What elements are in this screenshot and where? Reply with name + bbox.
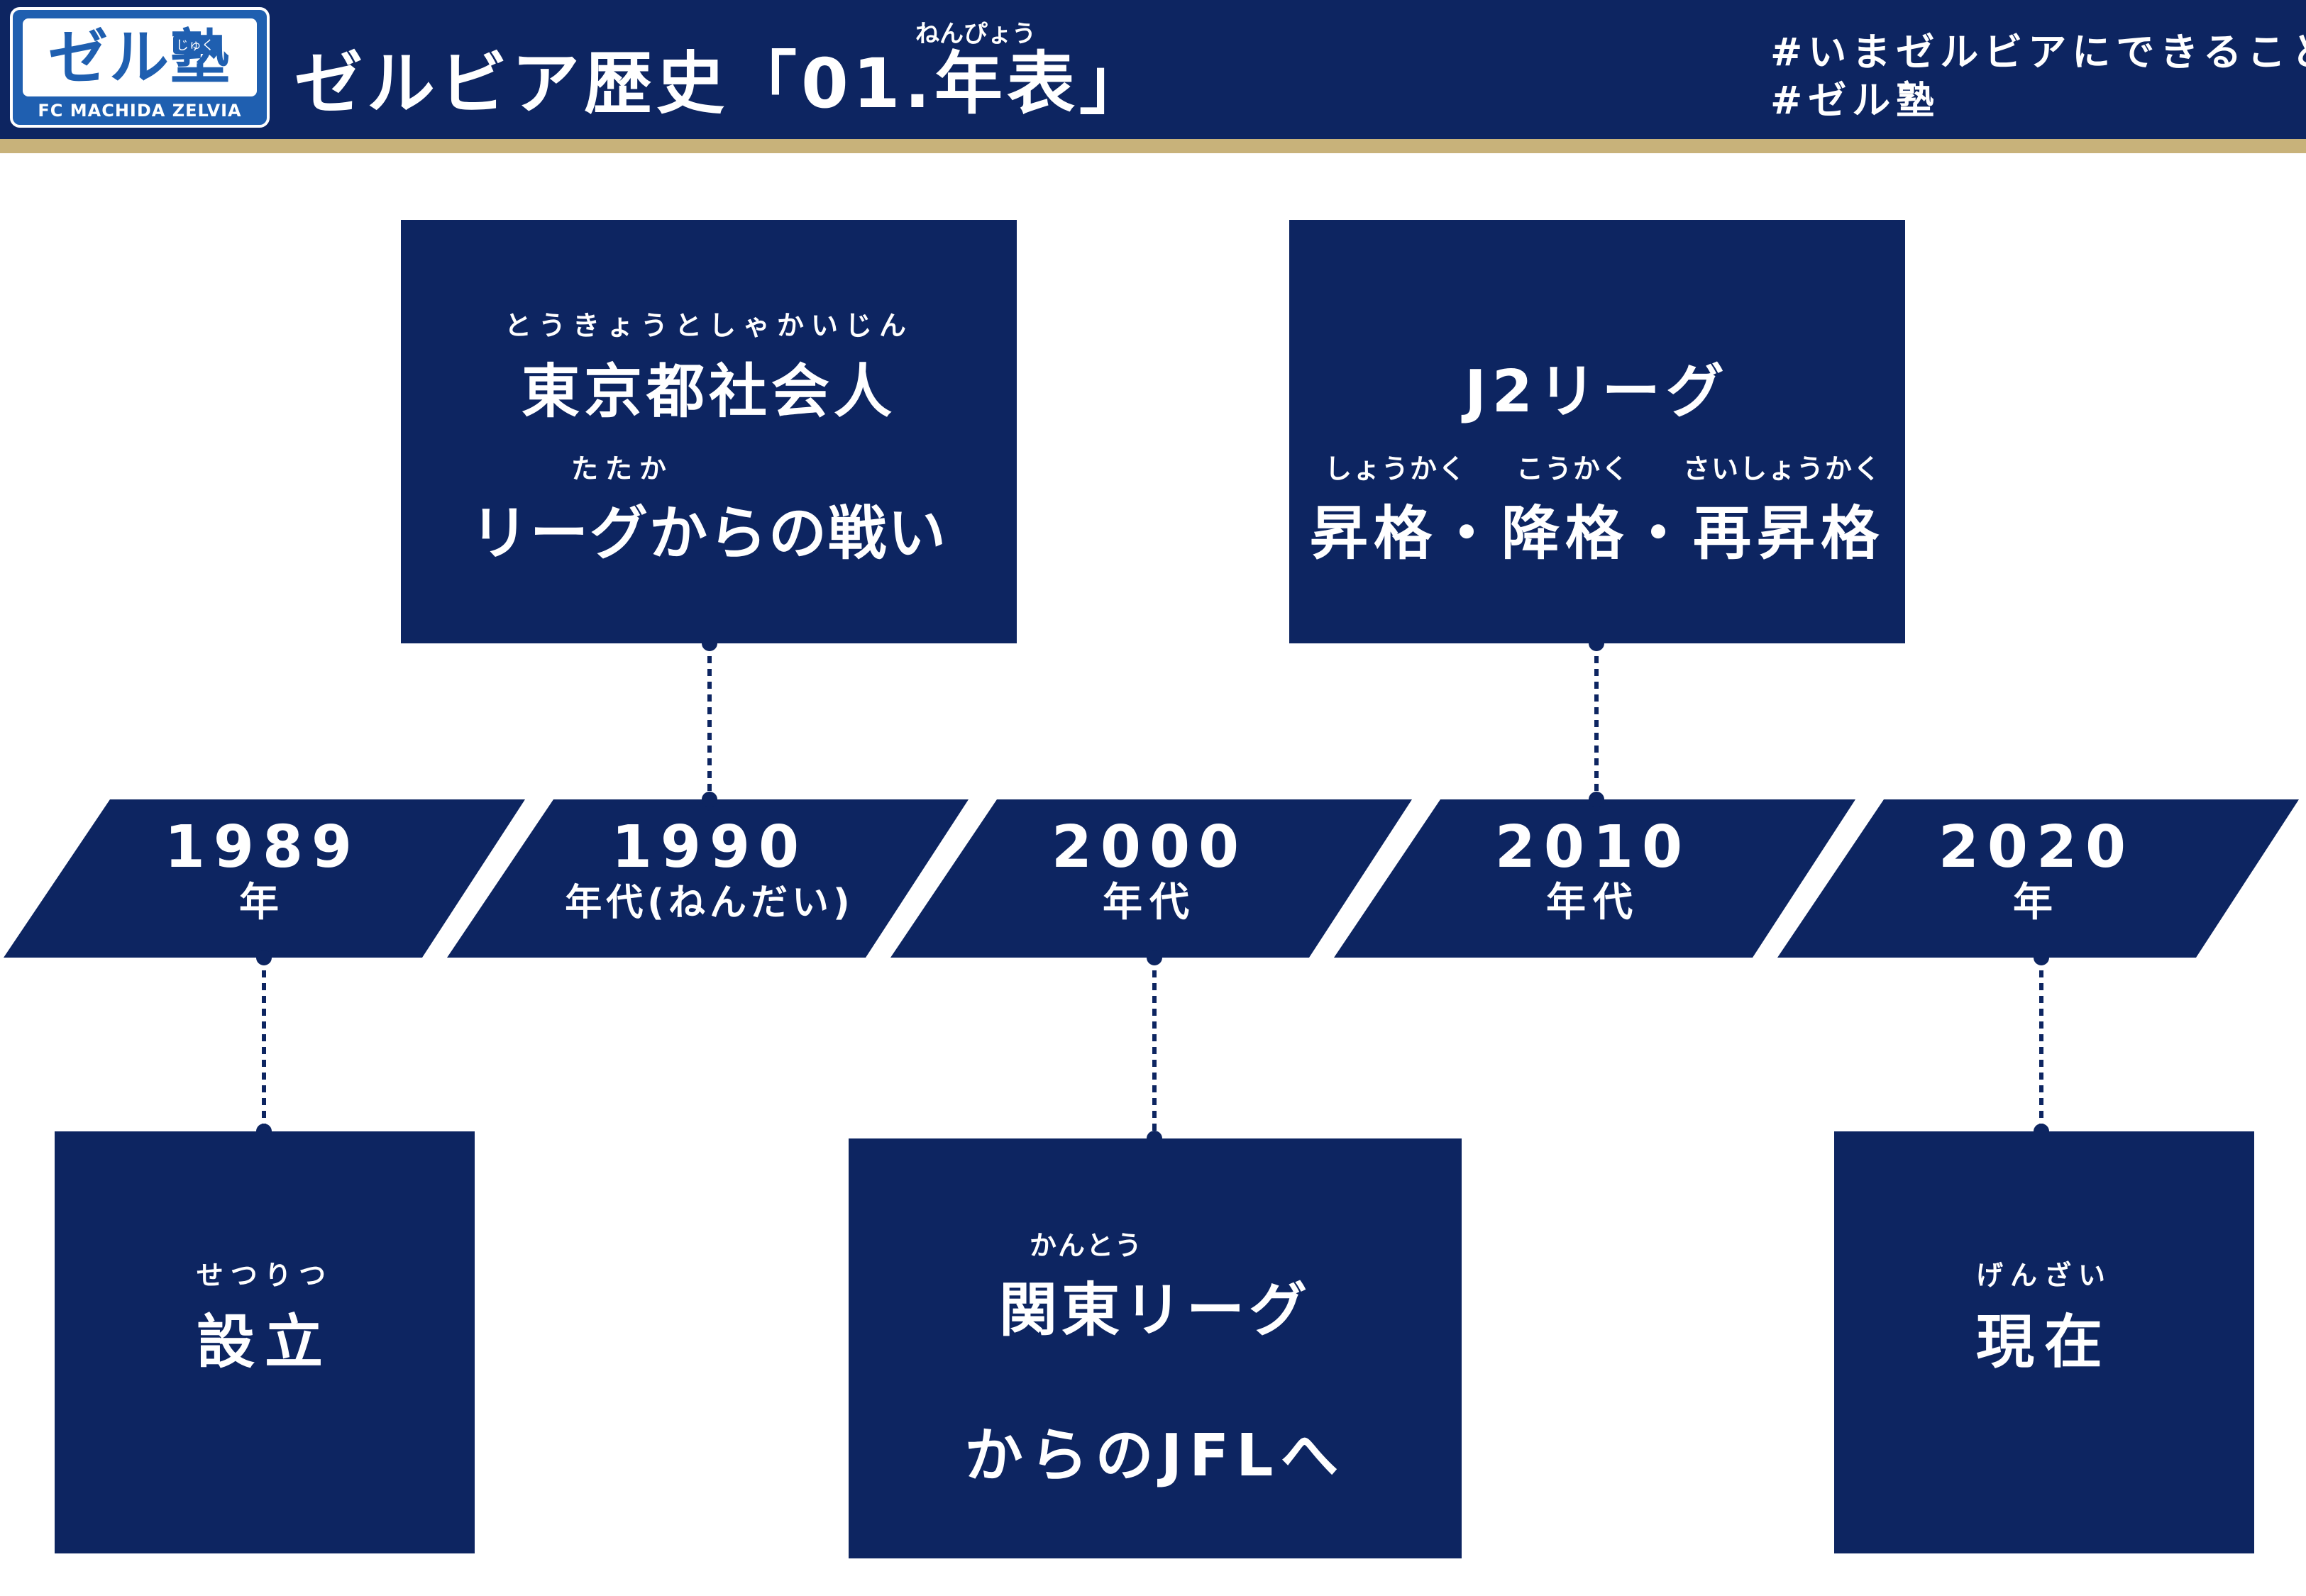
event-ruby: たたか (571, 453, 674, 484)
band-1989 (4, 799, 525, 958)
band-2010 (1334, 799, 1855, 958)
band-2000 (890, 799, 1412, 958)
connector-dot (1147, 950, 1162, 965)
header-divider (0, 139, 2306, 153)
event-ruby: さいしょうかく (1683, 453, 1882, 484)
logo-text: ゼル塾 (23, 18, 257, 96)
event-ruby: こうかく (1516, 453, 1631, 484)
hashtag-ima-zelvia: #いまゼルビアにできること (1770, 30, 2306, 74)
connector-dot (256, 950, 272, 965)
logo-subtitle: FC MACHIDA ZELVIA (38, 101, 242, 121)
event-title: 設立 (196, 1309, 333, 1376)
event-title: リーグからの戦い (470, 500, 947, 567)
page-title: ゼルビア歴史「01.年表」 (294, 44, 1152, 123)
event-ruby: しょうかく (1325, 453, 1467, 484)
year-1990s: 1990 年代(ねんだい) (565, 814, 854, 925)
event-ruby: かんとう (1030, 1230, 1144, 1261)
event-box-kanto: かんとう 関東リーグ からのJFLへ (849, 1138, 1462, 1558)
event-title: 昇格・降格・再昇格 (1309, 500, 1885, 567)
event-title: 東京都社会人 (521, 358, 896, 426)
hashtags: #いまゼルビアにできること #ゼル塾 (1770, 28, 2306, 125)
year-2010s: 2010 年代 (1494, 814, 1692, 926)
event-title: 現在 (1975, 1309, 2112, 1376)
event-box-j2: J2リーグ しょうかく こうかく さいしょうかく 昇格・降格・再昇格 (1289, 220, 1905, 643)
header-bar (0, 0, 2306, 139)
year-2020: 2020 年 (1938, 814, 2135, 926)
band-2020 (1777, 799, 2299, 958)
event-title: 関東リーグ (998, 1277, 1311, 1344)
event-title: J2リーグ (1464, 358, 1730, 426)
event-ruby: げんざい (1975, 1260, 2112, 1291)
hashtag-zeru-juku: #ゼル塾 (1770, 78, 1941, 123)
connector-dot (2034, 950, 2049, 965)
event-box-setsuritsu: せつりつ 設立 (55, 1131, 475, 1553)
page-title-ruby: ねんぴょう (915, 20, 1036, 48)
event-title: からのJFLへ (964, 1422, 1346, 1490)
event-box-genzai: げんざい 現在 (1834, 1131, 2254, 1553)
event-ruby: せつりつ (196, 1260, 333, 1291)
year-1989: 1989 年 (164, 814, 361, 926)
connector-dot (1589, 792, 1604, 807)
event-ruby: とうきょうとしゃかいじん (504, 310, 913, 341)
year-2000s: 2000 年代 (1051, 814, 1248, 926)
band-1990 (447, 799, 969, 958)
zeru-juku-logo: ゼル塾 じゅく FC MACHIDA ZELVIA (10, 7, 270, 128)
connector-dot (702, 792, 717, 807)
logo-ruby: じゅく (173, 35, 217, 54)
event-box-tokyo: とうきょうとしゃかいじん 東京都社会人 たたか リーグからの戦い (401, 220, 1017, 643)
